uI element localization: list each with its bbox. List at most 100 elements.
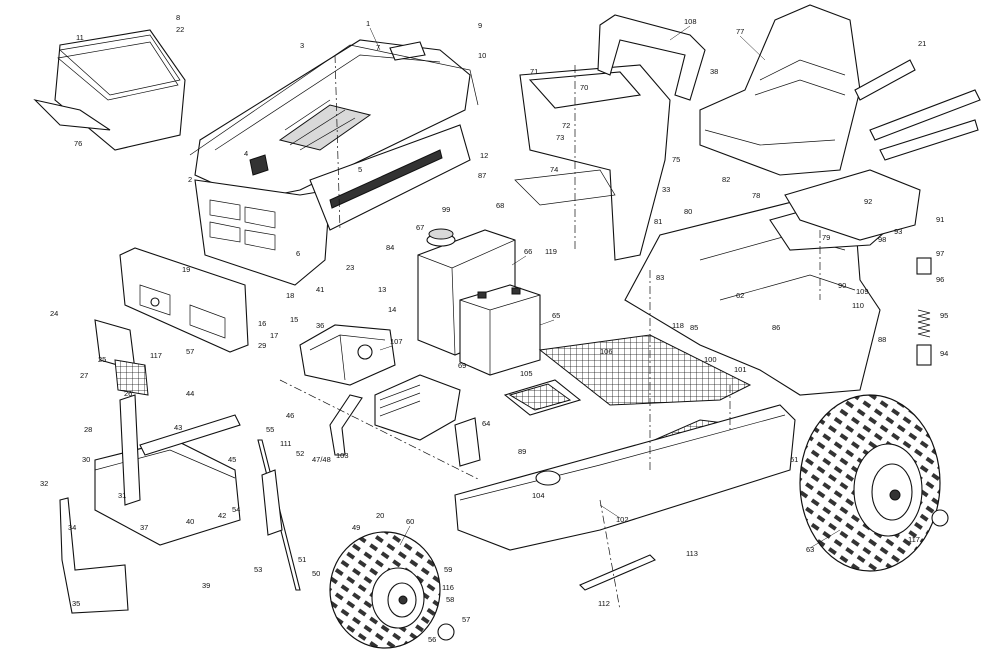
- seat: [699, 4, 861, 176]
- front-grille: [194, 124, 471, 286]
- callout-65: 65: [552, 311, 560, 320]
- front-axle: [94, 414, 241, 546]
- callout-labels: 1 3 8 22 11 76 9 10 108 38 77 21 71 70 7…: [40, 13, 948, 644]
- callout-45: 45: [228, 455, 236, 464]
- callout-98: 98: [878, 235, 886, 244]
- callout-82: 82: [722, 175, 730, 184]
- callout-118: 118: [672, 321, 684, 330]
- callout-44: 44: [186, 389, 194, 398]
- callout-81: 81: [654, 217, 662, 226]
- callout-10: 10: [478, 51, 486, 60]
- callout-2: 2: [188, 175, 192, 184]
- callout-57b: 57: [186, 347, 194, 356]
- callout-66: 66: [524, 247, 532, 256]
- callout-74: 74: [550, 165, 558, 174]
- callout-59: 59: [444, 565, 452, 574]
- callout-17: 17: [270, 331, 278, 340]
- tie-rod: [119, 394, 141, 506]
- callout-28: 28: [84, 425, 92, 434]
- callout-42: 42: [218, 511, 226, 520]
- callout-53: 53: [254, 565, 262, 574]
- callout-21: 21: [918, 39, 926, 48]
- callout-50: 50: [312, 569, 320, 578]
- seat-bumper: [916, 257, 932, 275]
- callout-109: 109: [856, 287, 869, 296]
- callout-116: 116: [442, 583, 454, 592]
- callout-87: 87: [478, 171, 486, 180]
- callout-19: 19: [182, 265, 190, 274]
- callout-51: 51: [298, 555, 306, 564]
- main-frame: [454, 404, 796, 551]
- callout-62: 62: [736, 291, 744, 300]
- callout-86: 86: [772, 323, 780, 332]
- callout-80: 80: [684, 207, 692, 216]
- callout-106: 106: [600, 347, 613, 356]
- wheel-cap-front: [437, 623, 455, 641]
- callout-108: 108: [684, 17, 697, 26]
- callout-14: 14: [388, 305, 396, 314]
- callout-30: 30: [82, 455, 90, 464]
- callout-5: 5: [358, 165, 362, 174]
- callout-79: 79: [822, 233, 830, 242]
- seat-spring: [917, 309, 931, 338]
- callout-78: 78: [752, 191, 760, 200]
- callout-83: 83: [656, 273, 664, 282]
- callout-103: 103: [336, 451, 349, 460]
- callout-102: 102: [616, 515, 629, 524]
- spring-sleeve: [916, 344, 932, 366]
- callout-77: 77: [736, 27, 744, 36]
- callout-34: 34: [68, 523, 76, 532]
- callout-94: 94: [940, 349, 948, 358]
- callout-39: 39: [202, 581, 210, 590]
- callout-47-48: 47/48: [312, 455, 331, 464]
- rear-wheel: [799, 394, 941, 572]
- callout-61: 61: [790, 455, 798, 464]
- callout-12: 12: [480, 151, 488, 160]
- callout-104: 104: [532, 491, 545, 500]
- callout-43: 43: [174, 423, 182, 432]
- callout-107: 107: [390, 337, 403, 346]
- spindle-left: [261, 469, 283, 536]
- callout-64: 64: [482, 419, 490, 428]
- callout-32: 32: [40, 479, 48, 488]
- callout-54: 54: [232, 505, 240, 514]
- front-bumper: [119, 247, 249, 353]
- callout-41: 41: [316, 285, 324, 294]
- callout-72: 72: [562, 121, 570, 130]
- callout-90: 90: [838, 281, 846, 290]
- callout-112: 112: [598, 599, 610, 608]
- callout-73: 73: [556, 133, 564, 142]
- callout-33: 33: [662, 185, 670, 194]
- callout-63: 63: [806, 545, 814, 554]
- callout-119: 119: [545, 247, 557, 256]
- callout-56: 56: [428, 635, 436, 644]
- front-plate: [94, 319, 149, 396]
- callout-36: 36: [316, 321, 324, 330]
- callout-20: 20: [376, 511, 384, 520]
- callout-101: 101: [734, 365, 747, 374]
- callout-113: 113: [686, 549, 698, 558]
- callout-100: 100: [704, 355, 717, 364]
- callout-60: 60: [406, 517, 414, 526]
- callout-24: 24: [50, 309, 58, 318]
- callout-15: 15: [290, 315, 298, 324]
- callout-105: 105: [520, 369, 533, 378]
- seat-rails: [854, 59, 981, 161]
- callout-117b: 117: [150, 351, 162, 360]
- leader-lines: [369, 25, 841, 549]
- callout-22: 22: [176, 25, 184, 34]
- wheel-cap-rear: [931, 509, 949, 527]
- dash-tower: [514, 64, 671, 261]
- callout-26: 26: [124, 389, 132, 398]
- callout-117: 117: [908, 535, 920, 544]
- callout-46: 46: [286, 411, 294, 420]
- callout-91: 91: [936, 215, 944, 224]
- battery: [459, 284, 541, 376]
- callout-85: 85: [690, 323, 698, 332]
- callout-75: 75: [672, 155, 680, 164]
- callout-16: 16: [258, 319, 266, 328]
- callout-69: 69: [458, 361, 466, 370]
- callout-3: 3: [300, 41, 304, 50]
- callout-52: 52: [296, 449, 304, 458]
